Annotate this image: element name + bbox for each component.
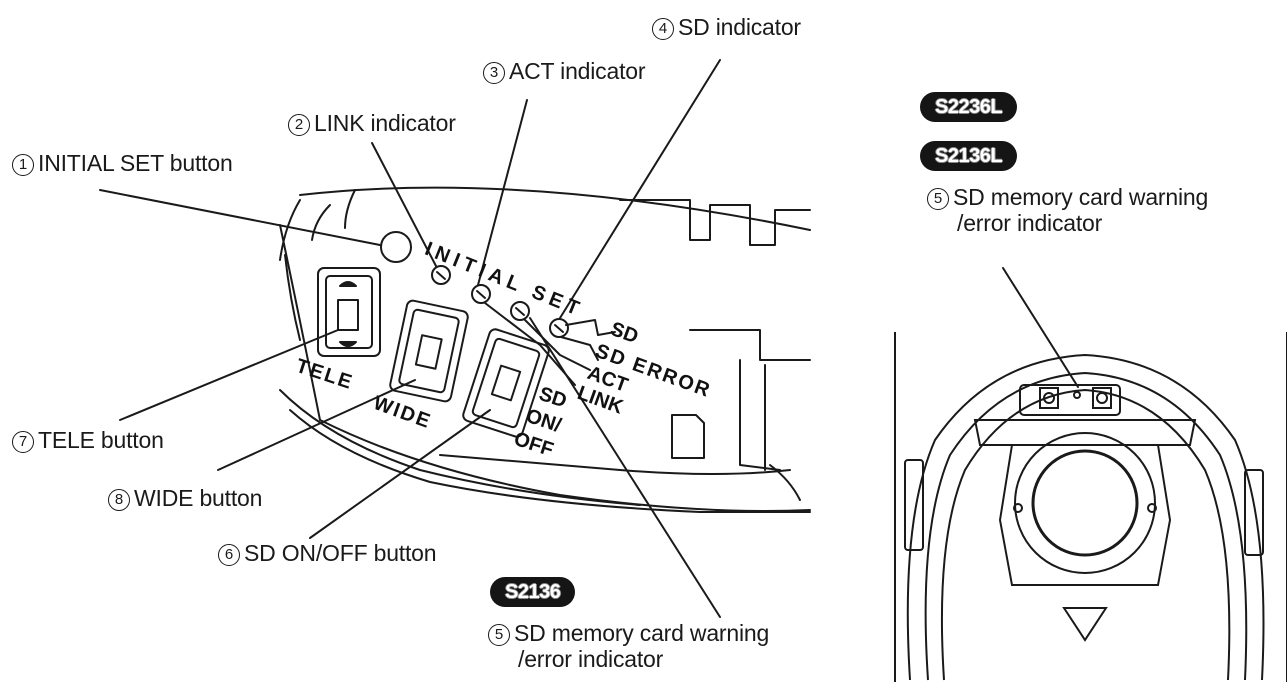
callout-number: 4	[652, 18, 674, 40]
leader-wide	[217, 379, 416, 471]
callout-text-line2: /error indicator	[518, 646, 664, 672]
model-badge-s2136l: S2136L	[920, 141, 1018, 171]
leader-link	[371, 142, 437, 267]
callout-number: 7	[12, 431, 34, 453]
callout-text-line1: SD memory card warning	[953, 184, 1209, 210]
callout-text: SD indicator	[678, 14, 801, 40]
sd-warning-led-dome	[1073, 391, 1081, 399]
housing-top-edge	[299, 186, 811, 231]
callout-text: INITIAL SET button	[38, 150, 233, 176]
callout-number: 5	[927, 188, 949, 210]
sd-led-shape	[549, 318, 569, 338]
top-bracket	[619, 199, 811, 246]
triangle-mark	[1062, 607, 1108, 642]
callout-text: WIDE button	[134, 485, 263, 511]
leader-act	[477, 99, 528, 286]
leader-tele	[119, 329, 339, 421]
sd-error-led-shape	[510, 301, 530, 321]
leader-initial-set	[99, 189, 381, 246]
link-led-shape	[431, 265, 451, 285]
leader-sd	[559, 59, 721, 319]
model-badge-s2236l: S2236L	[920, 92, 1018, 122]
callout-number: 3	[483, 62, 505, 84]
act-led-shape	[471, 284, 491, 304]
callout-number: 5	[488, 624, 510, 646]
model-badge-s2136: S2136	[490, 577, 576, 607]
callout-text-line1: SD memory card warning	[514, 620, 770, 646]
housing-outer-curve	[279, 224, 811, 512]
lens-inner-ring	[1031, 449, 1139, 557]
camera-dome-drawing	[893, 332, 1287, 682]
initial-set-button-shape	[380, 231, 412, 263]
leader-sd-onoff	[309, 409, 491, 539]
callout-number: 2	[288, 114, 310, 136]
callout-text: TELE button	[38, 427, 164, 453]
sd-onoff-button-shape	[462, 328, 550, 438]
callout-number: 8	[108, 489, 130, 511]
callout-number: 6	[218, 544, 240, 566]
callout-number: 1	[12, 154, 34, 176]
callout-text: ACT indicator	[509, 58, 646, 84]
callout-text: LINK indicator	[314, 110, 456, 136]
sd-card-icon	[671, 414, 705, 459]
callout-text: SD ON/OFF button	[244, 540, 437, 566]
lens-outer-ring	[1014, 432, 1156, 574]
tele-button-shape	[317, 267, 381, 357]
callout-text-line2: /error indicator	[957, 210, 1103, 236]
wide-button-shape	[389, 299, 469, 403]
leader-sd-warning-a	[529, 317, 721, 618]
leader-sd-warning-b	[1002, 267, 1079, 388]
